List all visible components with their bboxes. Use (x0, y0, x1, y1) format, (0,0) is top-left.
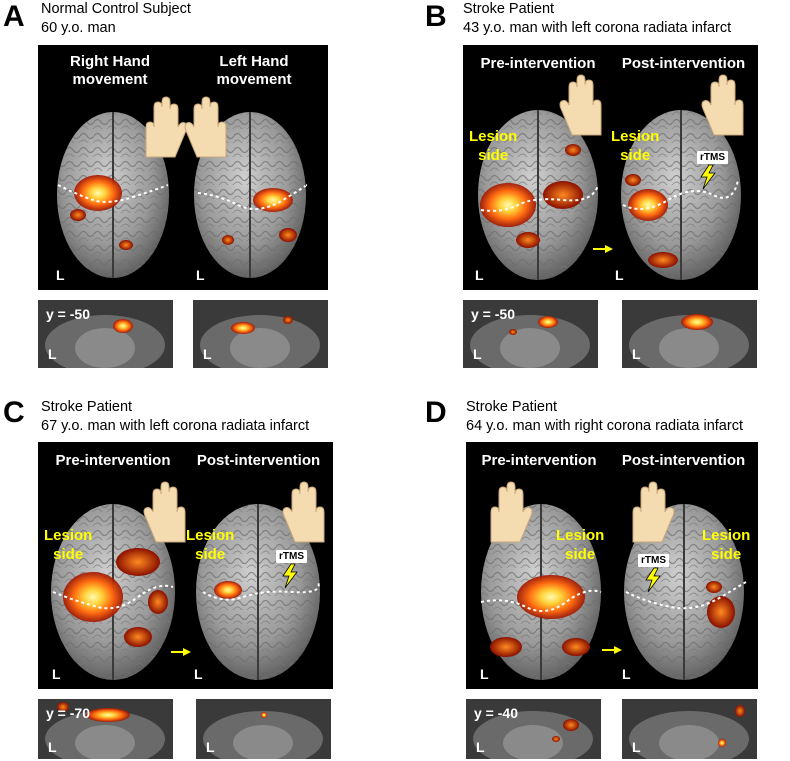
panel-a-coronal-slice-right: L (193, 300, 328, 368)
hand-icon (143, 481, 186, 543)
brain-left (478, 110, 599, 280)
lightning-icon (700, 164, 716, 190)
panel-a-brain-render: Right Hand movement Left Hand movement L… (38, 45, 328, 290)
hand-icon (559, 74, 602, 136)
left-side-label: L (473, 346, 482, 362)
hand-icon (632, 481, 675, 543)
left-side-label: L (615, 267, 624, 283)
left-side-label: L (480, 666, 489, 682)
panel-d-coronal-slice-right: L (622, 699, 757, 759)
lightning-icon (282, 563, 298, 589)
panel-a-subtitle: 60 y.o. man (41, 20, 116, 36)
arrow-right-icon (602, 646, 622, 654)
hand-icon (701, 74, 744, 136)
panel-b-title: Stroke Patient (463, 1, 555, 17)
panel-c-coronal-slice-right: L (196, 699, 331, 759)
column-header-right-hand: Right Hand movement (70, 53, 150, 88)
panel-c-subtitle: 67 y.o. man with left corona radiata inf… (41, 418, 310, 434)
column-header-pre-intervention: Pre-intervention (480, 55, 596, 72)
left-side-label: L (196, 267, 205, 283)
left-side-label: L (476, 739, 485, 755)
rtms-label: rTMS (638, 554, 669, 567)
brain-left (480, 504, 602, 680)
left-side-label: L (632, 346, 641, 362)
column-header-post-intervention: Post-intervention (621, 55, 746, 72)
column-header-pre-intervention: Pre-intervention (481, 452, 597, 469)
hand-icon (282, 481, 325, 543)
y-coordinate-label: y = -70 (46, 705, 90, 721)
arrow-right-icon (593, 245, 613, 253)
arrow-right-icon (171, 648, 191, 656)
panel-d-coronal-slice-left: y = -40 L (466, 699, 601, 759)
panel-c-coronal-slice-left: y = -70 L (38, 699, 173, 759)
y-coordinate-label: y = -50 (471, 306, 515, 322)
lesion-side-label: Lesion side (186, 527, 235, 563)
left-side-label: L (632, 739, 641, 755)
panel-b-coronal-slice-right: L (622, 300, 757, 368)
y-coordinate-label: y = -50 (46, 306, 90, 322)
panel-letter-a: A (3, 0, 25, 33)
brain-left (51, 504, 175, 680)
column-header-post-intervention: Post-intervention (196, 452, 321, 469)
lesion-side-label: Lesion side (556, 527, 605, 563)
column-header-left-hand: Left Hand movement (216, 53, 292, 88)
brain-right (196, 504, 320, 680)
column-header-pre-intervention: Pre-intervention (55, 452, 171, 469)
panel-b-subtitle: 43 y.o. man with left corona radiata inf… (463, 20, 732, 36)
left-side-label: L (475, 267, 484, 283)
lightning-icon (645, 567, 661, 593)
left-side-label: L (194, 666, 203, 682)
rtms-label: rTMS (276, 550, 307, 563)
lesion-side-label: Lesion side (44, 527, 93, 563)
hand-icon (145, 96, 188, 158)
lesion-side-label: Lesion side (469, 128, 518, 164)
left-side-label: L (52, 666, 61, 682)
panel-d-title: Stroke Patient (466, 399, 558, 415)
left-side-label: L (48, 346, 57, 362)
left-side-label: L (622, 666, 631, 682)
left-side-label: L (48, 739, 57, 755)
panel-letter-d: D (425, 396, 447, 429)
brain-right (624, 504, 747, 680)
left-side-label: L (206, 739, 215, 755)
lesion-side-label: Lesion side (611, 128, 660, 164)
panel-a-coronal-slice-left: y = -50 L (38, 300, 173, 368)
panel-letter-c: C (3, 396, 25, 429)
panel-d-subtitle: 64 y.o. man with right corona radiata in… (466, 418, 743, 434)
panel-a-title: Normal Control Subject (41, 1, 191, 17)
panel-b-brain-render: Pre-intervention Post-intervention Lesio… (463, 45, 758, 290)
panel-c-title: Stroke Patient (41, 399, 133, 415)
lesion-side-label: Lesion side (702, 527, 751, 563)
hand-icon (184, 96, 227, 158)
left-side-label: L (203, 346, 212, 362)
panel-c-brain-render: Pre-intervention Post-intervention Lesio… (38, 442, 333, 689)
panel-b-coronal-slice-left: y = -50 L (463, 300, 598, 368)
rtms-label: rTMS (697, 151, 728, 164)
y-coordinate-label: y = -40 (474, 705, 518, 721)
column-header-post-intervention: Post-intervention (621, 452, 746, 469)
panel-letter-b: B (425, 0, 447, 33)
brain-left (57, 112, 169, 278)
panel-d-brain-render: Pre-intervention Post-intervention Lesio… (466, 442, 758, 689)
hand-icon (490, 481, 533, 543)
left-side-label: L (56, 267, 65, 283)
panel-a-brain-svg (57, 96, 308, 278)
